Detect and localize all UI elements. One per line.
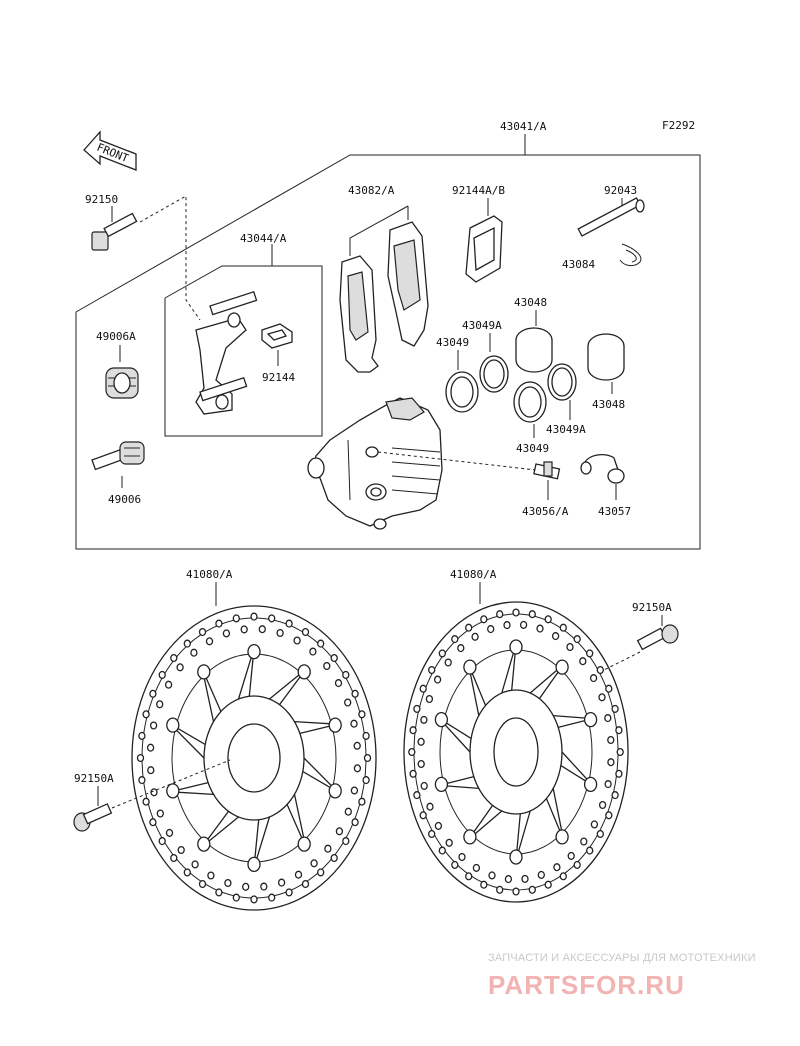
caliper-bracket-43044A-icon	[195, 290, 258, 415]
brake-disc-left-icon	[131, 605, 377, 911]
bolt-92150-icon	[91, 212, 138, 251]
label-49006[interactable]: 49006	[108, 493, 141, 506]
label-92150A-right[interactable]: 92150A	[632, 601, 672, 614]
label-49006A[interactable]: 49006A	[96, 330, 136, 343]
label-43056A[interactable]: 43056/A	[522, 505, 569, 518]
label-43049A-bot[interactable]: 43049A	[546, 423, 586, 436]
seal-43049-bot-icon	[513, 381, 547, 423]
boot-49006A-icon	[105, 367, 139, 399]
piston-43048-bot-icon	[587, 333, 625, 381]
label-43048-top[interactable]: 43048	[514, 296, 547, 309]
label-41080A-right[interactable]: 41080/A	[450, 568, 497, 581]
front-direction-icon: FRONT	[83, 130, 137, 171]
seal-43049A-bot-icon	[547, 363, 577, 401]
caliper-body-icon	[307, 397, 443, 530]
bleeder-cap-43057-icon	[580, 453, 625, 484]
pad-pin-92043-icon	[577, 197, 645, 237]
clip-43084-icon	[619, 243, 642, 267]
shim-92144AB-icon	[465, 215, 503, 283]
label-43049A-top[interactable]: 43049A	[462, 319, 502, 332]
clip-92144-icon	[261, 323, 293, 349]
piston-43048-top-icon	[515, 327, 553, 373]
brake-pad-43082A-icon	[339, 221, 429, 373]
bolt-92150A-right-icon	[636, 624, 679, 651]
label-43049-bot[interactable]: 43049	[516, 442, 549, 455]
label-41080A-left[interactable]: 41080/A	[186, 568, 233, 581]
label-92144[interactable]: 92144	[262, 371, 295, 384]
label-43041A[interactable]: 43041/A	[500, 120, 547, 133]
caliper-assembly-box	[75, 134, 701, 550]
label-92150A-left[interactable]: 92150A	[74, 772, 114, 785]
watermark-brand: PARTSFOR.RU	[488, 970, 685, 1000]
bracket-subassembly-box	[164, 244, 323, 437]
label-92043[interactable]: 92043	[604, 184, 637, 197]
figure-code: F2292	[662, 119, 695, 132]
label-43084[interactable]: 43084	[562, 258, 595, 271]
label-92144AB[interactable]: 92144A/B	[452, 184, 505, 197]
seal-43049A-top-icon	[479, 355, 509, 393]
pin-49006-icon	[91, 441, 145, 471]
label-43044A[interactable]: 43044/A	[240, 232, 287, 245]
bolt-92150A-left-icon	[73, 803, 113, 832]
seal-43049-top-icon	[445, 371, 479, 413]
label-43082A[interactable]: 43082/A	[348, 184, 395, 197]
label-43048-bot[interactable]: 43048	[592, 398, 625, 411]
label-43049-top[interactable]: 43049	[436, 336, 469, 349]
label-43057[interactable]: 43057	[598, 505, 631, 518]
watermark-tagline: ЗАПЧАСТИ И АКСЕССУАРЫ ДЛЯ МОТОТЕХНИКИ	[488, 952, 756, 964]
brake-disc-right-icon	[403, 601, 629, 903]
bleeder-valve-43056A-icon	[533, 461, 561, 480]
label-92150[interactable]: 92150	[85, 193, 118, 206]
